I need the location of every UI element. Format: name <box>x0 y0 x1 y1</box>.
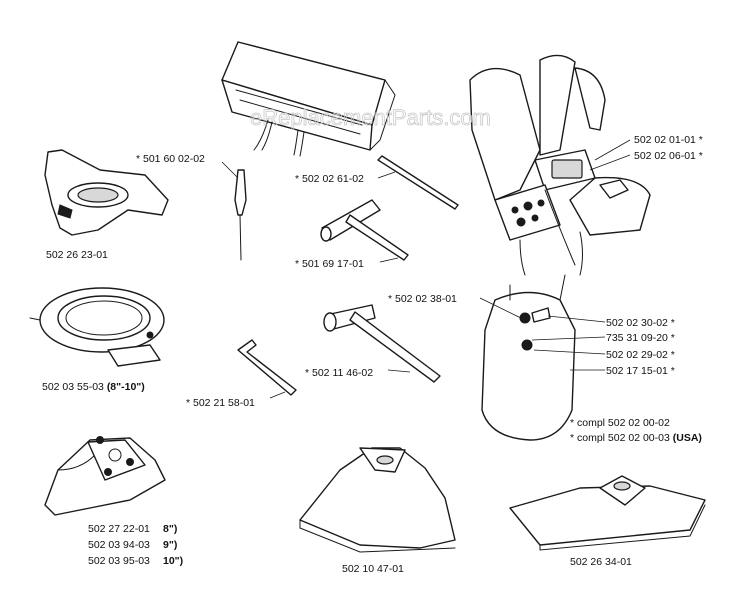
trimmer-guard-illustration <box>29 287 165 367</box>
brush-guard-b-illustration <box>299 447 456 553</box>
label-guard-a-2: 502 03 94-03 <box>88 539 150 551</box>
label-guard-a-3-note: 10") <box>163 555 183 567</box>
socket-spanner-illustration <box>323 304 441 383</box>
label-guard-c: 502 26 34-01 <box>570 556 632 568</box>
leader-lines <box>221 139 631 399</box>
label-guard-a-2-note: 9") <box>163 539 177 551</box>
harness-illustration <box>469 54 651 276</box>
t-wrench-illustration <box>320 199 409 261</box>
label-spanner: * 502 02 38-01 <box>388 293 457 305</box>
label-compl-1: * compl 502 02 00-02 <box>570 417 670 429</box>
label-blade-3tooth: 502 26 23-01 <box>46 249 108 261</box>
label-guard-a-3: 502 03 95-03 <box>88 555 150 567</box>
watermark: eReplacementParts.com <box>250 105 491 130</box>
label-hip-pad-3: 502 02 29-02 * <box>606 349 675 361</box>
label-guard-a-1-note: 8") <box>163 523 177 535</box>
brush-guard-c-illustration <box>509 475 706 551</box>
hex-key-illustration <box>234 169 247 261</box>
label-harness-2: 502 02 06-01 * <box>634 150 703 162</box>
hip-pad-illustration <box>481 274 576 441</box>
tool-bag-illustration <box>221 41 396 157</box>
label-harness-1: 502 02 01-01 * <box>634 134 703 146</box>
label-t-wrench: * 501 69 17-01 <box>295 258 364 270</box>
label-hip-pad-2: 735 31 09-20 * <box>606 332 675 344</box>
label-allen-key: * 502 21 58-01 <box>186 397 255 409</box>
three-tooth-blade-illustration <box>44 149 169 236</box>
label-guard-a-1: 502 27 22-01 <box>88 523 150 535</box>
label-hip-pad-1: 502 02 30-02 * <box>606 317 675 329</box>
label-socket-wrench: * 502 11 46-02 <box>305 367 373 379</box>
label-hex-key: * 501 60 02-02 <box>136 153 205 165</box>
label-hip-pad-4: 502 17 15-01 * <box>606 365 675 377</box>
allen-key-illustration <box>237 339 297 396</box>
label-guard-b: 502 10 47-01 <box>342 563 404 575</box>
label-compl-2: * compl 502 02 00-03 (USA) <box>570 432 702 444</box>
label-pin: * 502 02 61-02 <box>295 173 364 185</box>
brush-guard-a-illustration <box>44 436 166 516</box>
pin-illustration <box>377 155 459 210</box>
label-trimmer-guard: 502 03 55-03 (8"-10") <box>42 381 145 393</box>
